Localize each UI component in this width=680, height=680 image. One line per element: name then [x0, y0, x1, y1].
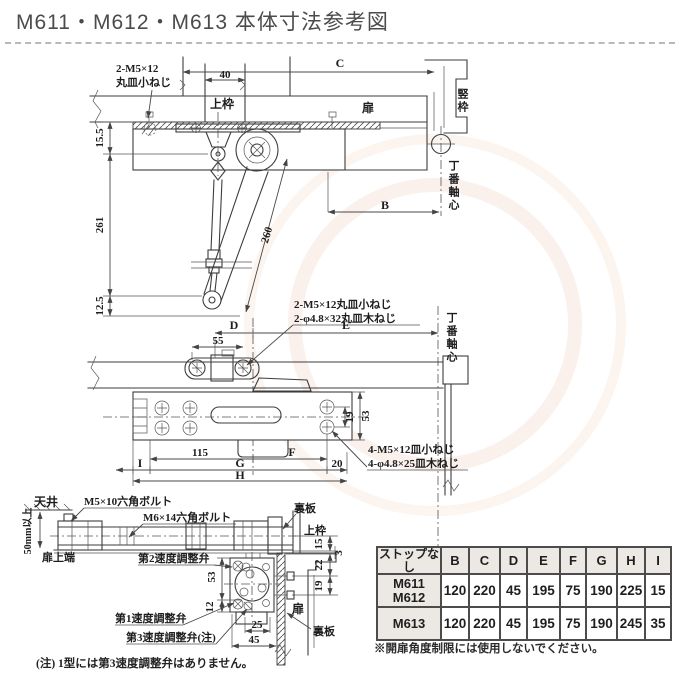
label-hinge-axis: 丁番軸心: [447, 160, 461, 212]
dim-3-label: 3: [333, 550, 345, 556]
table-header-D: D: [499, 545, 528, 576]
label-door-section: 扉: [292, 601, 304, 616]
label-valve3: 第3速度調整弁(注): [126, 630, 216, 644]
value-cell: 220: [468, 573, 501, 609]
value-cell: 225: [616, 573, 646, 609]
dim-H-label: H: [235, 468, 245, 482]
table-note: ※開扉角度制限には使用しないでください。: [374, 643, 604, 655]
dim-53-label: 53: [360, 410, 372, 422]
dim-25-label: 25: [252, 619, 264, 631]
table-header-I: I: [644, 545, 672, 576]
dim-G-label: G: [235, 456, 244, 470]
dim-260-label: 260: [259, 225, 275, 245]
screw-note2-line2: 2-φ4.8×32丸皿木ねじ: [294, 311, 396, 325]
dim-12-5-label: 12.5: [94, 296, 106, 316]
model-cell: M613: [376, 606, 442, 642]
label-bolt-m5: M5×10六角ボルト: [84, 494, 172, 508]
value-cell: 195: [526, 573, 561, 609]
value-cell: 35: [644, 606, 672, 642]
label-backplate-top: 裏板: [293, 501, 317, 515]
table-header-stop-type: ストップなし: [376, 545, 442, 576]
screw-note4-line1: 4-M5×12皿小ねじ: [368, 442, 454, 456]
table-header-H: H: [616, 545, 646, 576]
label-valve1: 第1速度調整弁: [115, 611, 187, 625]
dim-B-label: B: [381, 198, 389, 212]
label-door: 扉: [362, 100, 374, 115]
dim-I-label: I: [138, 456, 143, 470]
dim-261-label: 261: [94, 217, 106, 234]
dim-15-label: 15: [313, 538, 325, 550]
label-valve2: 第2速度調整弁: [138, 551, 210, 565]
page-title: M611・M612・M613 本体寸法参考図: [16, 11, 389, 34]
dim-F-label: F: [288, 445, 295, 459]
dim-50mm-label: 50mm以上: [21, 508, 34, 555]
dim-40-label: 40: [220, 69, 232, 81]
label-door-top-edge: 扉上端: [42, 550, 75, 564]
label-ceiling: 天井: [34, 494, 58, 509]
table-row-m613: M613 120 220 45 195 75 190 245 35: [376, 606, 672, 642]
value-cell: 190: [585, 606, 618, 642]
dim-53b-label: 53: [206, 571, 218, 583]
value-cell: 120: [440, 573, 470, 609]
label-top-frame-section: 上枠: [304, 523, 326, 537]
value-cell: 15: [644, 573, 672, 609]
table-header-E: E: [526, 545, 561, 576]
value-cell: 120: [440, 606, 470, 642]
dim-55-label: 55: [213, 335, 225, 347]
top-elevation-view: 2-M5×12 丸皿小ねじ 40 C 上枠 扉 竪枠 丁番軸心 B 15.5 2…: [89, 56, 469, 366]
value-cell: 195: [526, 606, 561, 642]
dim-19-label: 19: [344, 411, 356, 423]
value-cell: 45: [499, 573, 528, 609]
dim-12-label: 12: [204, 601, 216, 613]
label-bolt-m6: M6×14六角ボルト: [143, 510, 231, 524]
title-divider: [5, 42, 675, 44]
dim-19b-label: 19: [313, 580, 325, 592]
label-side-frame: 竪枠: [456, 88, 469, 114]
dim-45-label: 45: [249, 634, 261, 646]
table-header-B: B: [440, 545, 470, 576]
value-cell: 75: [559, 573, 587, 609]
dim-15-5-label: 15.5: [94, 128, 106, 148]
label-top-frame: 上枠: [210, 96, 234, 111]
screw-note-line2: 丸皿小ねじ: [115, 75, 171, 89]
value-cell: 190: [585, 573, 618, 609]
value-cell: 75: [559, 606, 587, 642]
dim-D-label: D: [230, 318, 239, 332]
dim-C-label: C: [336, 56, 345, 70]
table-header-C: C: [468, 545, 501, 576]
value-cell: 45: [499, 606, 528, 642]
table-header-G: G: [585, 545, 618, 576]
label-hinge-axis-plan: 丁番軸心: [445, 312, 459, 364]
value-cell: 220: [468, 606, 501, 642]
dim-E-label: E: [342, 318, 350, 332]
label-backplate-bottom: 裏板: [312, 624, 336, 638]
footnote: (注) 1型には第3速度調整弁はありません。: [36, 658, 254, 670]
dim-115-label: 115: [192, 447, 208, 459]
screw-note2-line1: 2-M5×12丸皿小ねじ: [294, 297, 391, 311]
value-cell: 245: [616, 606, 646, 642]
dim-22-label: 22: [313, 559, 325, 571]
model-cell: M611 M612: [376, 573, 442, 609]
screw-note4-line2: 4-φ4.8×25皿木ねじ: [368, 456, 459, 470]
dim-20-label: 20: [332, 458, 344, 470]
spec-table: ストップなし B C D E F G H I M611 M612 120 220…: [376, 545, 672, 642]
plan-view: D E 55 丁番軸心 19 53 115 F I G 20 H 4-M5×12…: [87, 306, 469, 555]
table-row-m611-m612: M611 M612 120 220 45 195 75 190 225 15: [376, 573, 672, 609]
side-section-view: 天井 M5×10六角ボルト M6×14六角ボルト 裏板 上枠 50mm以上 扉上…: [21, 494, 345, 666]
screw-note-line1: 2-M5×12: [116, 63, 159, 75]
table-header-F: F: [559, 545, 587, 576]
